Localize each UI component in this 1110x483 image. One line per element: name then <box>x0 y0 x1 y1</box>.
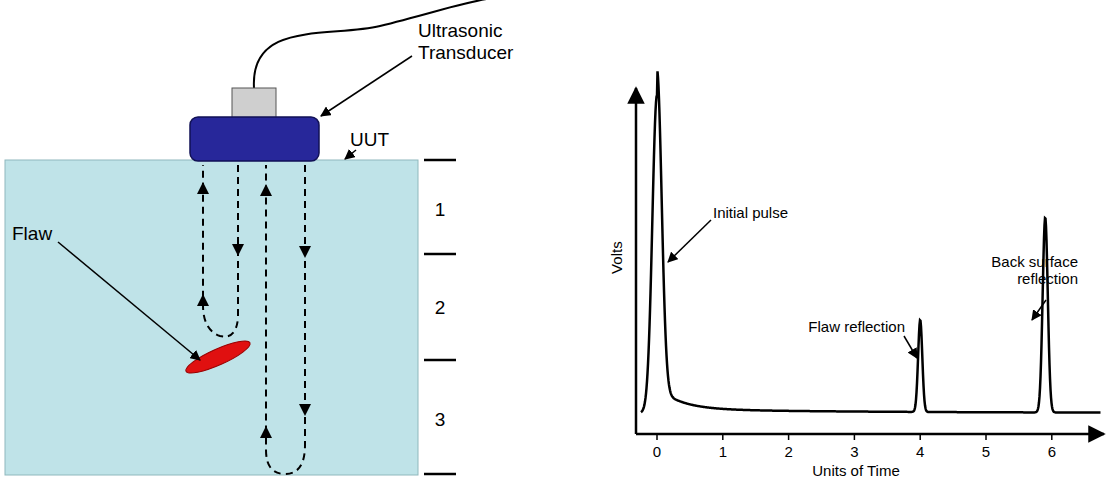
arrowhead <box>197 182 209 194</box>
ultrasonic-transducer <box>190 117 319 161</box>
tick-label: 1 <box>719 443 727 460</box>
depth-number: 3 <box>435 409 446 431</box>
tick <box>656 434 658 440</box>
tick-label: 0 <box>653 443 661 460</box>
axis-title: Units of Time <box>812 462 900 479</box>
tick <box>1051 434 1053 440</box>
callout-label: UUT <box>350 129 389 151</box>
axis-title: Volts <box>607 242 624 275</box>
arrowhead <box>299 246 311 258</box>
tick <box>788 434 790 440</box>
callout-label: Ultrasonic Transducer <box>418 20 538 64</box>
tick-label: 5 <box>982 443 990 460</box>
tick-label: 3 <box>850 443 858 460</box>
arrowhead <box>299 404 311 416</box>
arrowhead <box>232 244 244 256</box>
flaw <box>183 335 253 378</box>
path-arrowheads <box>197 182 311 438</box>
signal-trace <box>641 71 1101 412</box>
tick <box>919 434 921 440</box>
axis-ticks <box>657 434 1052 440</box>
tick-label: 4 <box>916 443 924 460</box>
arrowhead <box>260 426 272 438</box>
tick <box>722 434 724 440</box>
depth-scale <box>424 160 456 474</box>
peak-label: Back surface reflection <box>958 253 1078 288</box>
tick-label: 6 <box>1048 443 1056 460</box>
tick-label: 2 <box>784 443 792 460</box>
tick <box>985 434 987 440</box>
leader-lines <box>58 56 1046 360</box>
arrowhead <box>197 294 209 306</box>
callout-label: Flaw <box>12 223 52 245</box>
chart-axes <box>636 88 1104 434</box>
depth-number: 1 <box>435 199 446 221</box>
sound-path <box>203 165 305 474</box>
arrowhead <box>260 184 272 196</box>
peak-label: Initial pulse <box>713 204 788 221</box>
transducer-connector <box>232 88 276 118</box>
peak-label: Flaw reflection <box>808 318 905 335</box>
depth-number: 2 <box>435 297 446 319</box>
uut-block <box>5 160 418 475</box>
tick <box>854 434 856 440</box>
